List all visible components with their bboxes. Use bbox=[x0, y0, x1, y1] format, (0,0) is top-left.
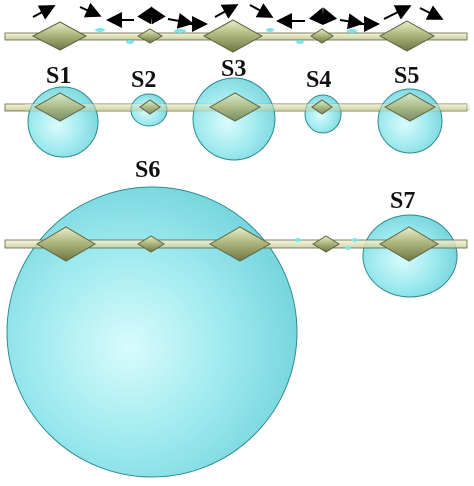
label-s3: S3 bbox=[221, 56, 247, 82]
row1-bead-3 bbox=[202, 19, 264, 53]
row3-bead-2 bbox=[137, 235, 165, 253]
row3-bead-3 bbox=[208, 226, 272, 262]
row3-bead-1 bbox=[36, 226, 96, 262]
label-s4: S4 bbox=[306, 67, 332, 93]
row1-bead-4 bbox=[310, 28, 334, 44]
row1-arrows bbox=[32, 2, 444, 32]
label-s1: S1 bbox=[46, 63, 72, 89]
row-2-chain bbox=[4, 77, 470, 161]
sphere-s6 bbox=[6, 186, 298, 478]
row1-bead-5 bbox=[378, 20, 436, 52]
row1-bead-2 bbox=[137, 28, 163, 44]
row-3-chain bbox=[4, 186, 468, 478]
label-s5: S5 bbox=[394, 63, 420, 89]
row3-bead-5 bbox=[379, 226, 439, 262]
row3-bead-4 bbox=[312, 235, 340, 253]
label-s6: S6 bbox=[135, 157, 161, 183]
row-1-chain bbox=[4, 2, 468, 53]
label-s7: S7 bbox=[390, 188, 416, 214]
label-s2: S2 bbox=[131, 67, 157, 93]
row1-bead-1 bbox=[31, 21, 88, 51]
